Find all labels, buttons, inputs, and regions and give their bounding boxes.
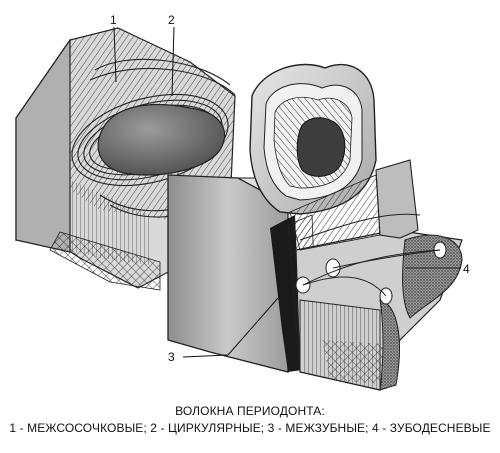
tooth-crown — [249, 63, 377, 215]
pulp-chamber — [296, 117, 346, 177]
caption-legend: 1 - МЕЖСОСОЧКОВЫЕ; 2 - ЦИРКУЛЯРНЫЕ; 3 - … — [9, 421, 491, 435]
label-3: 3 — [168, 350, 175, 364]
leader-lines — [113, 26, 461, 358]
caption-title: ВОЛОКНА ПЕРИОДОНТА: — [175, 404, 325, 418]
periodontal-fibers-diagram: 1 2 3 4 — [15, 13, 470, 391]
label-1: 1 — [110, 13, 117, 27]
right-upper-block — [289, 159, 419, 251]
label-2: 2 — [168, 13, 175, 27]
figure-caption: ВОЛОКНА ПЕРИОДОНТА: 1 - МЕЖСОСОЧКОВЫЕ; 2… — [0, 403, 500, 437]
label-4: 4 — [463, 262, 470, 276]
interdental-fiber-bundles — [295, 213, 447, 305]
root-section-left — [97, 103, 226, 176]
